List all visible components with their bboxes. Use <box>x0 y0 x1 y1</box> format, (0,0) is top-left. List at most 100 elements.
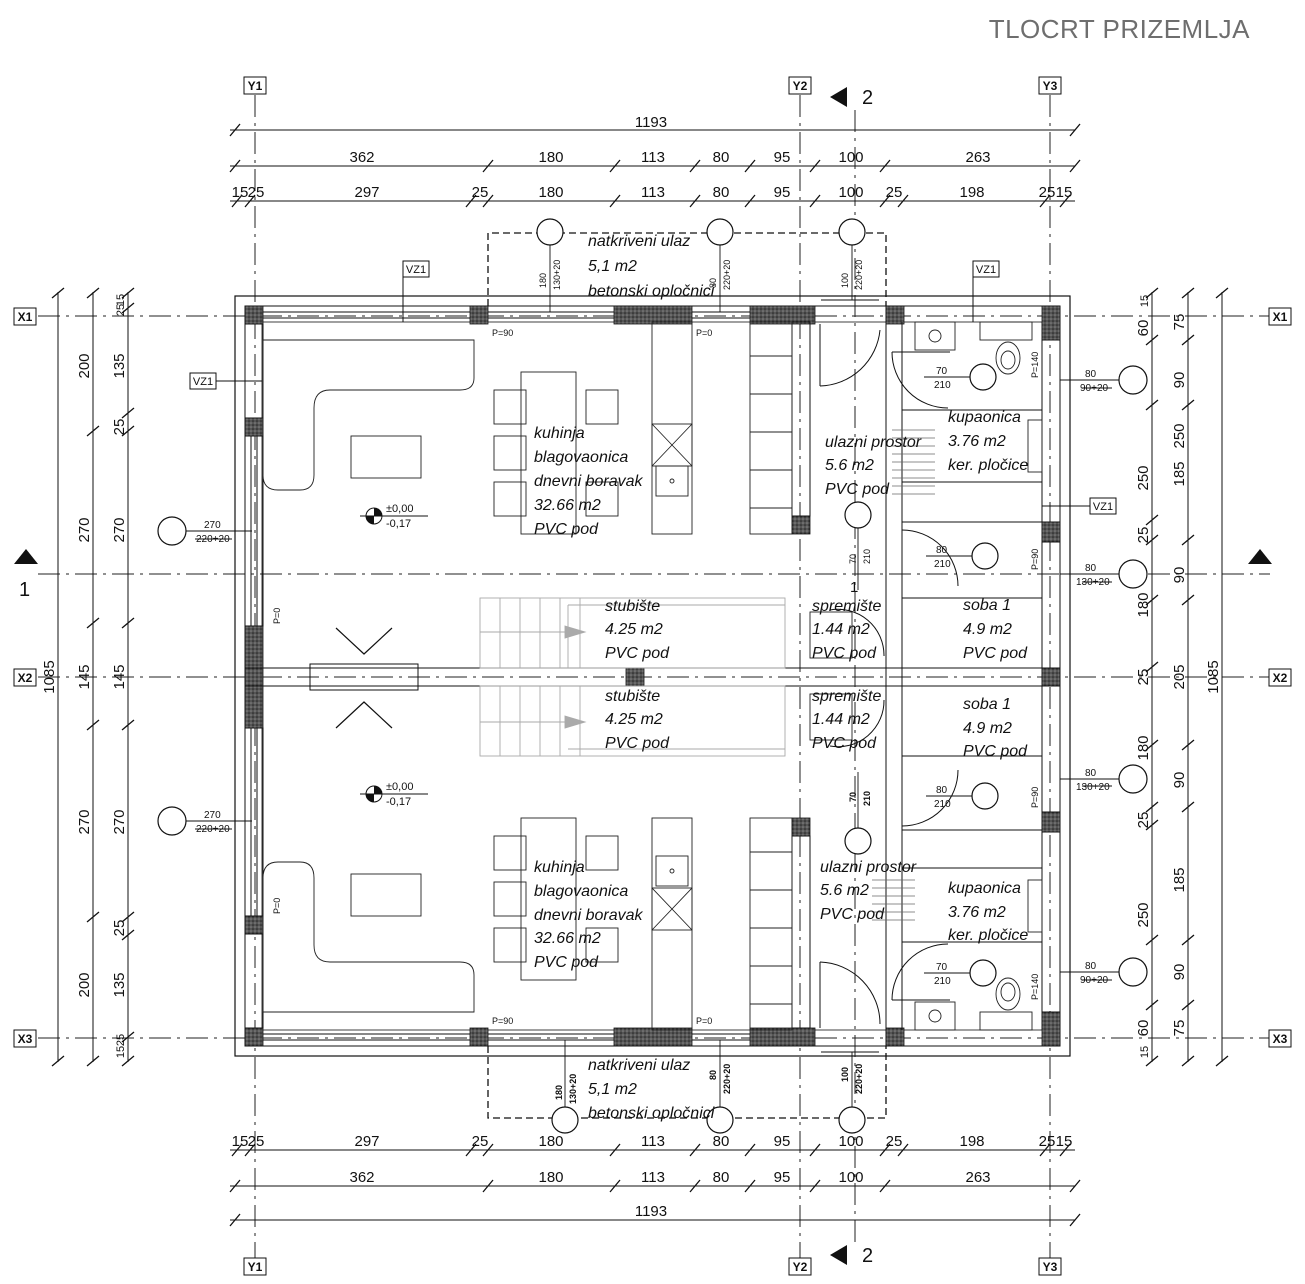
axis-tag-y1-bottom: Y1 <box>243 1257 267 1276</box>
svg-text:25: 25 <box>886 184 903 201</box>
axis-tag-x1-left: X1 <box>13 307 37 326</box>
svg-text:P=0: P=0 <box>272 608 282 624</box>
opening-labels: 180 130+20 80 220+20 100 220+20 180 130+… <box>196 260 1110 1104</box>
svg-text:220+20: 220+20 <box>854 1064 864 1094</box>
svg-text:220+20: 220+20 <box>854 260 864 290</box>
room-label-storage-top: spremište 1.44 m2 PVC pod <box>812 598 881 662</box>
svg-text:1.44 m2: 1.44 m2 <box>812 711 870 728</box>
svg-text:80: 80 <box>708 1070 718 1080</box>
svg-text:PVC pod: PVC pod <box>812 645 877 662</box>
svg-text:180: 180 <box>554 1085 564 1100</box>
svg-text:75: 75 <box>1171 1020 1188 1037</box>
svg-text:25: 25 <box>472 184 489 201</box>
svg-text:90: 90 <box>1171 772 1188 789</box>
section-label-2-bottom: 2 <box>862 1245 873 1267</box>
room-label-bath-top: kupaonica 3.76 m2 ker. pločice <box>948 409 1028 474</box>
svg-text:25: 25 <box>115 1034 127 1046</box>
svg-text:25: 25 <box>886 1133 903 1150</box>
axis-tag-y2-top: Y2 <box>788 76 812 95</box>
svg-text:60: 60 <box>1135 320 1152 337</box>
svg-text:113: 113 <box>641 149 665 166</box>
svg-text:Y3: Y3 <box>1043 79 1058 93</box>
svg-text:270: 270 <box>76 809 93 834</box>
svg-text:1085: 1085 <box>41 660 58 693</box>
axis-tag-y1-top: Y1 <box>243 76 267 95</box>
svg-text:P=90: P=90 <box>492 328 513 338</box>
section-label-1-left: 1 <box>19 579 30 601</box>
svg-text:PVC pod: PVC pod <box>534 521 599 538</box>
svg-text:±0,00: ±0,00 <box>386 503 413 515</box>
svg-text:220+20: 220+20 <box>196 824 230 835</box>
svg-text:297: 297 <box>354 1133 379 1150</box>
svg-text:130+20: 130+20 <box>1076 577 1110 588</box>
svg-text:25: 25 <box>248 184 265 201</box>
svg-text:250: 250 <box>1171 423 1188 448</box>
svg-text:90: 90 <box>1171 964 1188 981</box>
svg-text:5.6 m2: 5.6 m2 <box>825 457 874 474</box>
room-label-storage-bottom: spremište 1.44 m2 PVC pod <box>812 688 881 752</box>
svg-text:250: 250 <box>1135 902 1152 927</box>
svg-text:130+20: 130+20 <box>552 260 562 290</box>
svg-text:90: 90 <box>1171 372 1188 389</box>
svg-text:198: 198 <box>959 184 984 201</box>
svg-text:1193: 1193 <box>635 114 667 131</box>
svg-text:ker. pločice: ker. pločice <box>948 457 1028 474</box>
room-labels: natkriveni ulaz 5,1 m2 betonski opločnic… <box>534 233 1028 1122</box>
svg-text:X1: X1 <box>18 310 33 324</box>
svg-text:80: 80 <box>936 545 948 556</box>
room-label-porch-top: natkriveni ulaz 5,1 m2 betonski opločnic… <box>588 233 715 300</box>
svg-text:220+20: 220+20 <box>722 260 732 290</box>
svg-text:95: 95 <box>774 184 791 201</box>
svg-text:natkriveni ulaz: natkriveni ulaz <box>588 233 690 250</box>
axis-tag-x2-left: X2 <box>13 668 37 687</box>
svg-text:±0,00: ±0,00 <box>386 781 413 793</box>
axis-tag-y2-bottom: Y2 <box>788 1257 812 1276</box>
svg-text:VZ1: VZ1 <box>406 264 426 276</box>
svg-text:soba 1: soba 1 <box>963 597 1011 614</box>
svg-text:200: 200 <box>76 972 93 997</box>
svg-text:113: 113 <box>641 184 665 201</box>
svg-text:dnevni boravak: dnevni boravak <box>534 907 644 924</box>
svg-text:135: 135 <box>111 353 128 378</box>
svg-text:VZ1: VZ1 <box>1093 501 1113 513</box>
section-label-1-inner: 1 <box>850 579 858 596</box>
room-label-entry-bottom: ulazni prostor 5.6 m2 PVC pod <box>820 859 917 923</box>
dimension-text-right: 1085 15 60 75 90 250 250 185 25 90 180 2… <box>1135 295 1222 1058</box>
svg-text:100: 100 <box>838 1169 863 1186</box>
svg-text:263: 263 <box>965 1169 990 1186</box>
level-marker-top: ±0,00 -0,17 <box>360 503 428 530</box>
svg-text:80: 80 <box>1085 961 1097 972</box>
room-label-stairs-top: stubište 4.25 m2 PVC pod <box>605 598 670 662</box>
svg-text:4.9 m2: 4.9 m2 <box>963 621 1012 638</box>
svg-text:220+20: 220+20 <box>196 534 230 545</box>
opening-markers <box>157 218 1148 1134</box>
level-markers: ±0,00 -0,17 ±0,00 -0,17 <box>360 503 428 808</box>
svg-text:15: 15 <box>115 1046 127 1058</box>
svg-text:P=90: P=90 <box>1030 787 1040 808</box>
level-marker-bottom: ±0,00 -0,17 <box>360 781 428 808</box>
svg-text:Y1: Y1 <box>248 1260 263 1274</box>
section-arrow-1-left <box>14 549 38 564</box>
svg-text:25: 25 <box>1135 812 1152 829</box>
svg-text:80: 80 <box>1085 768 1097 779</box>
svg-text:natkriveni ulaz: natkriveni ulaz <box>588 1057 690 1074</box>
svg-text:15: 15 <box>1139 295 1151 307</box>
svg-text:90+20: 90+20 <box>1080 975 1109 986</box>
svg-text:200: 200 <box>76 353 93 378</box>
svg-text:ulazni prostor: ulazni prostor <box>820 859 917 876</box>
svg-text:130+20: 130+20 <box>568 1074 578 1104</box>
svg-text:70: 70 <box>936 366 948 377</box>
svg-text:185: 185 <box>1171 867 1188 892</box>
svg-text:blagovaonica: blagovaonica <box>534 883 628 900</box>
svg-text:1085: 1085 <box>1205 660 1222 693</box>
svg-text:210: 210 <box>934 976 951 987</box>
svg-text:220+20: 220+20 <box>722 1064 732 1094</box>
axis-tag-y3-bottom: Y3 <box>1038 1257 1062 1276</box>
svg-text:80: 80 <box>1085 563 1097 574</box>
entry-chevrons <box>335 627 393 729</box>
section-arrow-2-top <box>830 87 847 107</box>
axis-tags: Y1 Y2 Y3 Y1 Y2 Y3 X1 X2 X3 X1 X2 X3 <box>13 76 1292 1276</box>
svg-text:210: 210 <box>934 799 951 810</box>
room-label-living-bottom: kuhinja blagovaonica dnevni boravak 32.6… <box>534 859 644 971</box>
